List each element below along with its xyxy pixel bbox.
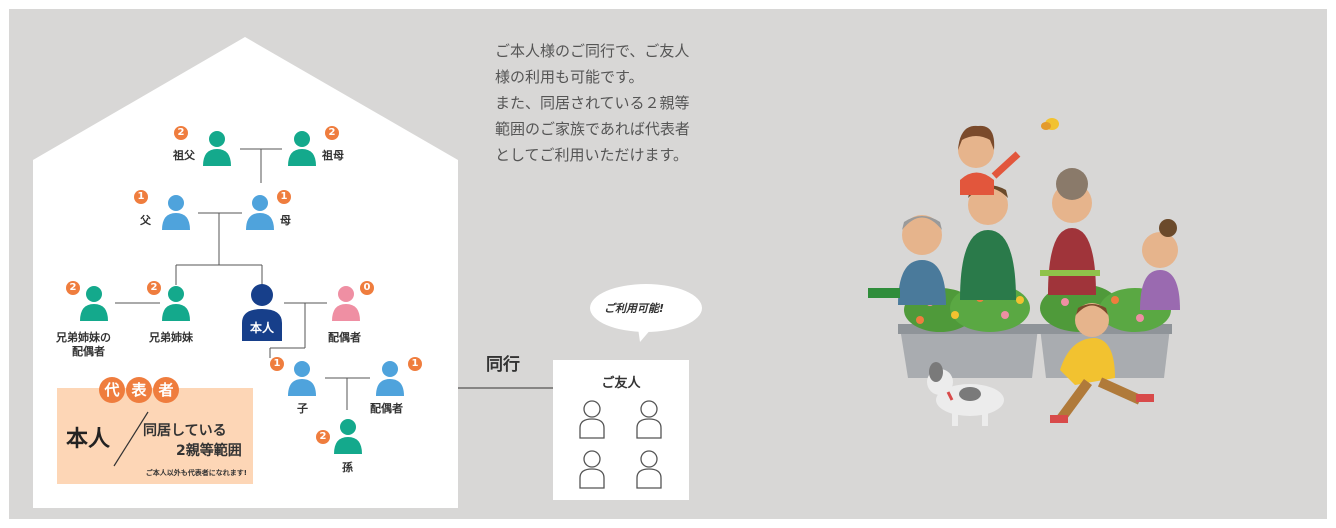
- speech-bubble: [590, 284, 702, 342]
- grandmother-label: 祖母: [322, 149, 344, 162]
- spouse-degree-badge: 0: [360, 281, 374, 295]
- father-degree-badge: 1: [134, 190, 148, 204]
- grandchild-degree-badge: 2: [316, 430, 330, 444]
- representative-note: ご本人以外も代表者になれます!: [145, 469, 247, 477]
- friend-icon-3: [579, 450, 605, 489]
- representative-sub-line2: 2親等範囲: [176, 443, 242, 459]
- father-child-figure-icon: [958, 125, 1021, 300]
- sibling-spouse-degree-badge: 2: [66, 281, 80, 295]
- representative-title: 代表者: [99, 377, 180, 403]
- grandmother-figure-icon: [1040, 168, 1100, 295]
- grandfather-icon: [203, 131, 231, 166]
- sibling-spouse-label-line2: 配偶者: [72, 345, 105, 358]
- representative-char-2: 表: [126, 377, 152, 403]
- description-line-3: また、同居されている２親等: [495, 94, 690, 112]
- friend-box: [553, 360, 689, 500]
- self-icon: [242, 284, 282, 341]
- father-label: 父: [140, 214, 151, 227]
- grandfather-degree-badge: 2: [174, 126, 188, 140]
- description-line-5: としてご利用いただけます。: [495, 146, 689, 164]
- friend-title: ご友人: [601, 376, 641, 391]
- child-spouse-icon: [376, 361, 404, 396]
- grandmother-icon: [288, 131, 316, 166]
- spouse-label: 配偶者: [328, 331, 361, 344]
- child-icon: [288, 361, 316, 396]
- child-spouse-degree-badge: 1: [408, 357, 422, 371]
- family-gardening-illustration: [868, 118, 1180, 426]
- description-line-2: 様の利用も可能です。: [495, 68, 644, 86]
- friend-icon-2: [636, 400, 662, 439]
- planter-left-icon: [898, 324, 1040, 378]
- companion-label: 同行: [486, 355, 520, 375]
- mother-label: 母: [280, 214, 291, 227]
- representative-self: 本人: [66, 427, 111, 452]
- description-line-1: ご本人様のご同行で、ご友人: [495, 42, 690, 60]
- sibling-spouse-label-line1: 兄弟姉妹の: [56, 331, 111, 344]
- grandchild-icon: [334, 419, 362, 454]
- grandchild-label: 孫: [342, 461, 353, 474]
- mother-degree-badge: 1: [277, 190, 291, 204]
- representative-divider: [113, 411, 149, 467]
- description: ご本人様のご同行で、ご友人 様の利用も可能です。 また、同居されている２親等 範…: [495, 38, 755, 168]
- grandfather-label: 祖父: [173, 149, 195, 162]
- butterfly-icon: [1041, 118, 1059, 130]
- child-label: 子: [297, 402, 308, 415]
- father-icon: [162, 195, 190, 230]
- speech-bubble-text: ご利用可能!: [604, 302, 665, 315]
- friend-icon-1: [579, 400, 605, 439]
- representative-char-1: 代: [99, 377, 125, 403]
- spouse-icon: [332, 286, 360, 321]
- representative-char-3: 者: [153, 377, 179, 403]
- representative-sub-line1: 同居している: [143, 423, 227, 439]
- boy-figure-icon: [1050, 303, 1154, 423]
- child-spouse-label: 配偶者: [370, 402, 403, 415]
- sibling-label: 兄弟姉妹: [149, 331, 193, 344]
- mother-icon: [246, 195, 274, 230]
- dog-icon: [927, 362, 1004, 426]
- representative-box: [57, 388, 253, 484]
- friend-icon-4: [636, 450, 662, 489]
- grandfather-figure-icon: [868, 215, 946, 305]
- woman-figure-icon: [1140, 219, 1180, 310]
- self-label: 本人: [249, 321, 274, 335]
- sibling-spouse-icon: [80, 286, 108, 321]
- child-degree-badge: 1: [270, 357, 284, 371]
- sibling-degree-badge: 2: [147, 281, 161, 295]
- grandmother-degree-badge: 2: [325, 126, 339, 140]
- description-line-4: 範囲のご家族であれば代表者: [495, 120, 690, 138]
- sibling-icon: [162, 286, 190, 321]
